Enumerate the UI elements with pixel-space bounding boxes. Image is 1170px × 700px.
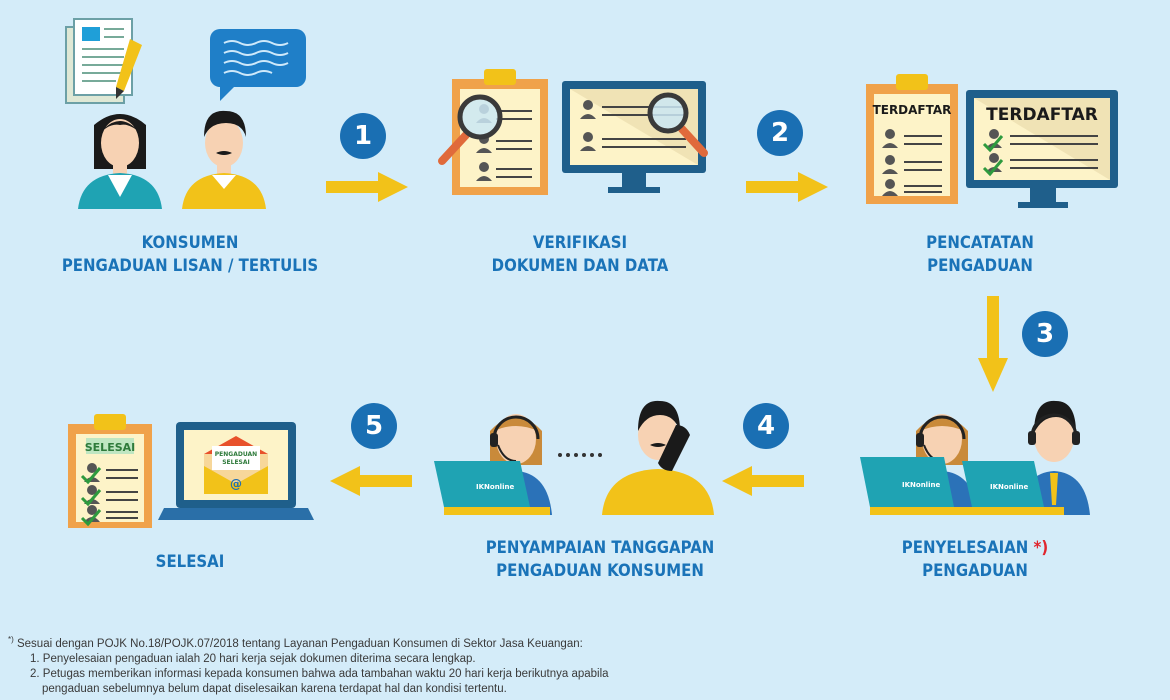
record-illustration: TERDAFTAR TERDAFTAR <box>866 74 1118 208</box>
envelope-at-sign: @ <box>230 477 242 491</box>
step-badge-1: 1 <box>340 113 386 159</box>
check-icon <box>80 467 102 527</box>
step-response-line1: PENYAMPAIAN TANGGAPAN <box>485 538 715 558</box>
laptop-logo: IKNonline <box>476 483 514 491</box>
resolve-illustration: IKNonline IKNonline <box>860 400 1090 515</box>
arrow-down-3 <box>978 296 1008 392</box>
step-record-label: PENCATATAN PENGADUAN <box>892 232 1068 278</box>
magnifier-icon <box>438 94 503 165</box>
document-pencil-icon <box>65 18 142 104</box>
footnote-item-2a: 2. Petugas memberikan informasi kepada k… <box>30 667 609 680</box>
record-clipboard-tag: TERDAFTAR <box>873 103 952 117</box>
verify-illustration <box>438 69 708 195</box>
step-resolve-line1-wrap: PENYELESAIAN *) <box>891 537 1058 560</box>
done-clipboard-tag: SELESAI <box>85 441 136 454</box>
phone-icon <box>658 425 690 471</box>
woman-consumer-icon <box>78 114 162 209</box>
arrow-left-4 <box>722 466 804 496</box>
laptop-logo: IKNonline <box>990 483 1028 491</box>
monitor-icon: TERDAFTAR <box>966 90 1118 208</box>
arrow-right-2 <box>746 172 828 202</box>
clipboard-icon: TERDAFTAR <box>866 74 958 204</box>
step-badge-2: 2 <box>757 110 803 156</box>
footnote-item-1: 1. Penyelesaian pengaduan ialah 20 hari … <box>30 652 476 665</box>
step-done-label: SELESAI <box>120 551 261 574</box>
clipboard-icon: SELESAI <box>68 414 152 528</box>
step-response-line2: PENGADUAN KONSUMEN <box>496 561 704 581</box>
footnote-marker: *) <box>8 635 14 644</box>
step-resolve-line2: PENGADUAN <box>922 561 1028 581</box>
check-icon <box>982 135 1004 177</box>
envelope-text-1: PENGADUAN <box>215 451 257 458</box>
footnote-intro-line: *) Sesuai dengan POJK No.18/POJK.07/2018… <box>8 632 1158 652</box>
arrow-left-5 <box>330 466 412 496</box>
laptop-icon: IKNonline <box>860 457 976 515</box>
step-record-line2: PENGADUAN <box>927 256 1033 276</box>
consumer-illustration <box>65 18 306 209</box>
arrow-right-1 <box>326 172 408 202</box>
laptop-logo: IKNonline <box>902 481 940 489</box>
step-consumer-line1: KONSUMEN <box>141 233 239 253</box>
footnote-intro: Sesuai dengan POJK No.18/POJK.07/2018 te… <box>16 637 583 650</box>
step-verify-line1: VERIFIKASI <box>532 233 628 253</box>
step-response-label: PENYAMPAIAN TANGGAPAN PENGADUAN KONSUMEN <box>486 537 715 583</box>
laptop-icon: PENGADUAN SELESAI @ <box>158 422 314 520</box>
response-illustration: IKNonline <box>434 400 714 515</box>
step-resolve-asterisk: *) <box>1033 538 1049 558</box>
magnifier-icon <box>647 92 708 157</box>
step-resolve-line1: PENYELESAIAN <box>901 538 1029 558</box>
envelope-icon: PENGADUAN SELESAI @ <box>204 436 268 494</box>
laptop-icon: IKNonline <box>434 461 550 515</box>
step-consumer-line2: PENGADUAN LISAN / TERTULIS <box>61 256 319 276</box>
man-consumer-icon <box>602 400 714 515</box>
step-verify-line2: DOKUMEN DAN DATA <box>491 256 669 276</box>
envelope-text-2: SELESAI <box>222 459 250 466</box>
connection-dots <box>558 453 602 457</box>
step-consumer-label: KONSUMEN PENGADUAN LISAN / TERTULIS <box>58 232 322 278</box>
chat-bubble-icon <box>210 29 306 101</box>
done-illustration: SELESAI PENGADUAN SELESAI @ <box>68 414 314 528</box>
step-badge-5: 5 <box>351 403 397 449</box>
footnote: *) Sesuai dengan POJK No.18/POJK.07/2018… <box>8 632 1158 697</box>
man-consumer-icon <box>182 110 266 209</box>
step-done-line1: SELESAI <box>155 552 225 572</box>
step-record-line1: PENCATATAN <box>926 233 1034 253</box>
footnote-item-2b: pengaduan sebelumnya belum dapat diseles… <box>42 682 507 695</box>
laptop-icon: IKNonline <box>962 461 1064 515</box>
step-verify-label: VERIFIKASI DOKUMEN DAN DATA <box>474 232 685 278</box>
step-badge-4: 4 <box>743 403 789 449</box>
step-badge-3: 3 <box>1022 311 1068 357</box>
record-monitor-tag: TERDAFTAR <box>986 105 1098 125</box>
step-resolve-label: PENYELESAIAN *) PENGADUAN <box>891 537 1058 583</box>
